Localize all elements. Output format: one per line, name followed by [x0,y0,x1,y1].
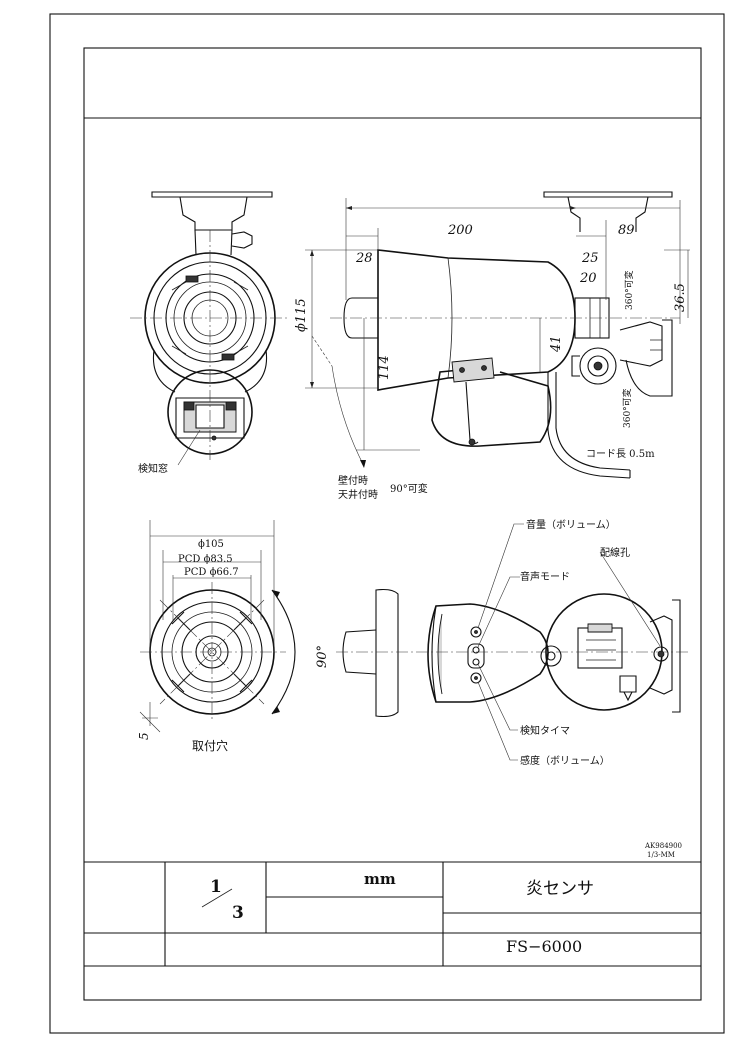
detect-window-label: 検知窓 [138,462,168,475]
tilt-label: 90°可変 [390,482,428,495]
product-name: 炎センサ [526,879,594,899]
back-view [336,523,690,761]
dim-115: ϕ115 [294,298,309,332]
sound-mode-label: 音声モード [520,570,570,583]
rotate-360-label-a: 360°可変 [623,270,635,310]
dim-36-5: 36.5 [673,283,688,312]
sensitivity-label: 感度（ボリューム） [520,754,610,767]
dim-hole-5: 5 [137,732,151,740]
dim-20: 20 [579,271,597,286]
dim-25: 25 [581,251,599,266]
sheet-frame [49,13,725,1034]
rotate-360-label-b: 360°可変 [621,388,633,428]
scale-numerator: 1 [210,877,222,897]
cord-length-label: コード長 0.5m [586,448,655,460]
bottom-view [139,520,296,733]
dim-89: 89 [618,223,635,238]
drawing-code: AK984900 [644,842,682,850]
dim-200: 200 [447,223,473,238]
front-view [130,191,290,466]
scale-note: 1/3-MM [647,851,675,859]
wall-mount-label: 壁付時 [338,474,368,487]
volume-label: 音量（ボリューム） [526,518,616,531]
dim-phi-105: ϕ105 [198,539,224,550]
dim-114: 114 [377,355,392,380]
dim-41: 41 [549,335,564,353]
wiring-hole-label: 配線孔 [600,546,630,559]
model-number: FS−6000 [506,937,582,956]
detect-timer-label: 検知タイマ [520,724,570,737]
pcd-66-7: PCD ϕ66.7 [184,567,239,578]
pcd-83-5: PCD ϕ83.5 [178,554,233,565]
dim-28: 28 [355,251,373,266]
mounting-holes-caption: 取付穴 [192,738,228,753]
unit-label: mm [364,870,396,888]
ceiling-mount-label: 天井付時 [338,488,378,501]
side-view [305,191,690,479]
title-block [84,861,701,967]
scale-denominator: 3 [232,903,244,923]
dim-angle-90: 90° [315,645,330,668]
